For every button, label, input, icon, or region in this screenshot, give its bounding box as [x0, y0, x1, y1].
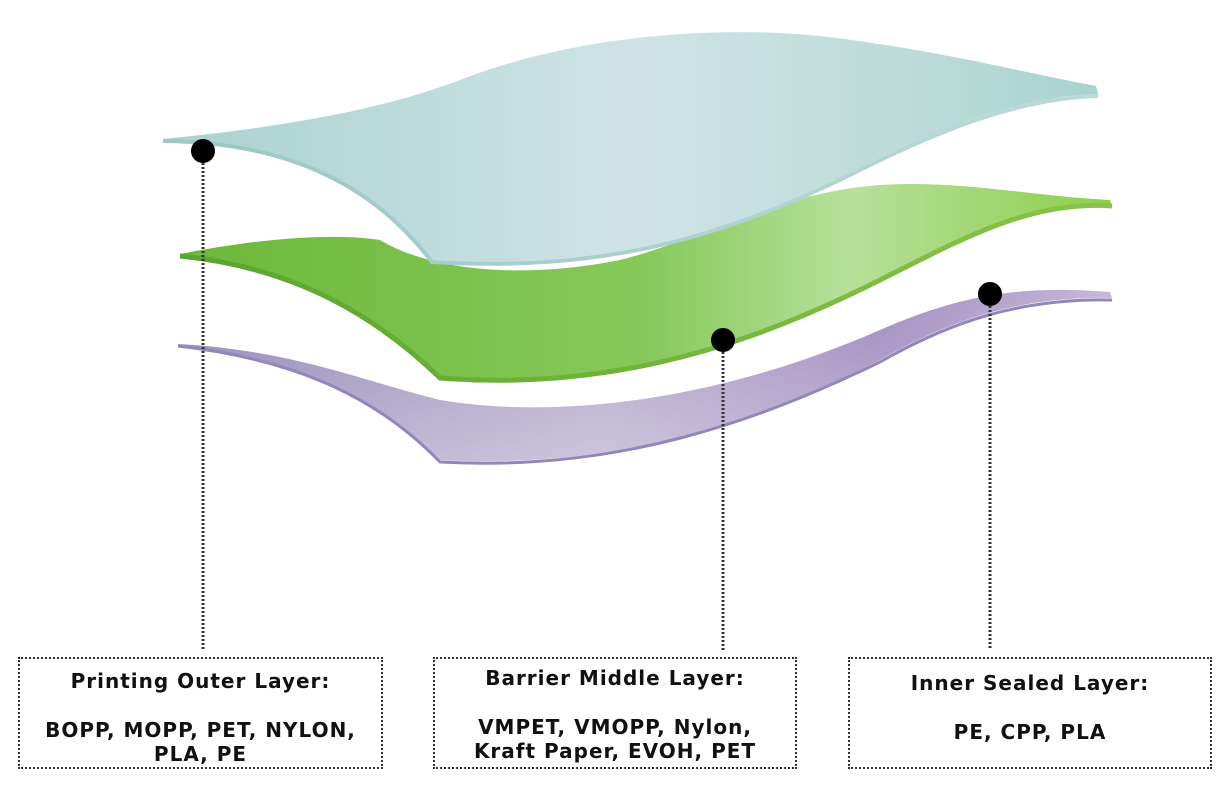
- outer-layer-sheet: [162, 32, 1099, 266]
- outer-layer-title: Printing Outer Layer:: [70, 669, 331, 693]
- outer-layer-materials: BOPP, MOPP, PET, NYLON, PLA, PE: [45, 718, 356, 766]
- inner-layer-marker-dot: [978, 282, 1002, 306]
- inner-layer-materials: PE, CPP, PLA: [953, 720, 1107, 744]
- middle-layer-title: Barrier Middle Layer:: [485, 666, 745, 690]
- middle-layer-label-box: Barrier Middle Layer: VMPET, VMOPP, Nylo…: [433, 657, 797, 769]
- inner-layer-label-box: Inner Sealed Layer: PE, CPP, PLA: [848, 657, 1212, 769]
- outer-layer-marker-dot: [191, 139, 215, 163]
- outer-layer-label-box: Printing Outer Layer: BOPP, MOPP, PET, N…: [18, 657, 383, 769]
- middle-layer-marker-dot: [711, 328, 735, 352]
- inner-layer-sheet: [177, 289, 1113, 465]
- inner-layer-title: Inner Sealed Layer:: [910, 671, 1150, 695]
- middle-layer-sheet: [179, 184, 1113, 383]
- middle-layer-materials: VMPET, VMOPP, Nylon, Kraft Paper, EVOH, …: [473, 715, 757, 763]
